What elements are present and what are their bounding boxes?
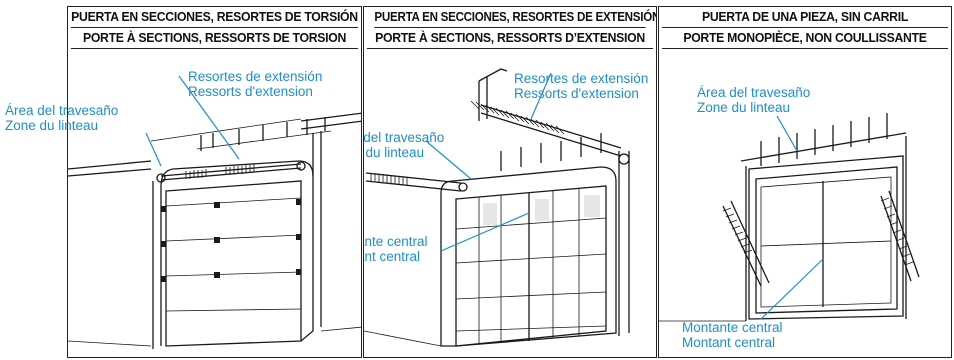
panel-1-header-fr: PORTE À SECTIONS, RESSORTS DE TORSION xyxy=(71,28,358,49)
one-piece-door-illustration xyxy=(659,113,920,322)
left-pivot-spring xyxy=(722,200,770,287)
panel-2-spring-label: Resortes de extensión Ressorts d'extensi… xyxy=(514,71,648,101)
panel-3-header-area-label: Área del travesaño Zone du linteau xyxy=(697,85,810,115)
panel-2-header-area-es: Área del travesaño xyxy=(363,130,445,145)
extension-spring-right xyxy=(470,100,622,157)
panel-3-header-area-fr: Zone du linteau xyxy=(697,100,791,115)
panel-2-header-fr: PORTE À SECTIONS, RESSORTS D’EXTENSION xyxy=(367,28,653,49)
panel-extension-springs: PUERTA EN SECCIONES, RESORTES DE EXTENSI… xyxy=(363,6,657,358)
panel-torsion-springs: PUERTA EN SECCIONES, RESORTES DE TORSIÓN… xyxy=(67,6,362,358)
panel-2-header-es: PUERTA EN SECCIONES, RESORTES DE EXTENSI… xyxy=(374,7,656,28)
panel-2-center-stile-es: Montante central xyxy=(364,234,428,249)
panel-2-center-stile-label: Montante central Montant central xyxy=(364,234,428,264)
panel-3-header-area-es: Área del travesaño xyxy=(697,85,811,100)
extension-spring-left xyxy=(365,172,468,192)
door-window-grid xyxy=(455,189,607,344)
ceiling-joists xyxy=(196,117,332,151)
panel-2-header-area-label: Área del travesaño Zone du linteau xyxy=(363,130,445,160)
extension-door-illustration xyxy=(364,68,630,347)
spring-label: Resortes de extensión Ressorts d'extensi… xyxy=(188,69,322,99)
panel-3-center-stile-fr: Montant central xyxy=(682,335,776,350)
panel-one-piece: PUERTA DE UNA PIEZA, SIN CARRIL PORTE MO… xyxy=(658,6,952,358)
panel-2-spring-label-fr: Ressorts d'extension xyxy=(514,86,639,101)
panel-2-header-area-fr: Zone du linteau xyxy=(364,145,425,160)
right-pivot-spring xyxy=(880,190,920,282)
panel-3-center-stile-es: Montante central xyxy=(682,320,783,335)
panel-1-header-es: PUERTA EN SECCIONES, RESORTES DE TORSIÓN xyxy=(71,7,358,28)
torsion-spring xyxy=(156,161,306,183)
panel-2-spring-label-es: Resortes de extensión xyxy=(514,71,649,86)
panel-1-header-area-es: Área del travesaño xyxy=(5,103,119,118)
panel-3-header-es: PUERTA DE UNA PIEZA, SIN CARRIL xyxy=(662,7,948,28)
panel-1-header-area-fr: Zone du linteau xyxy=(5,118,99,133)
panel-1-header-area-outside: Área del travesaño Zone du linteau xyxy=(5,103,118,133)
torsion-door-illustration xyxy=(68,75,361,349)
panel-3-center-stile-label: Montante central Montant central xyxy=(682,320,783,350)
spring-label-es: Resortes de extensión xyxy=(188,69,323,84)
panel-2-center-stile-fr: Montant central xyxy=(364,249,421,264)
panel-3-header-fr: PORTE MONOPIÈCE, NON COULLISSANTE xyxy=(662,28,948,49)
spring-label-fr: Ressorts d'extension xyxy=(188,84,313,99)
